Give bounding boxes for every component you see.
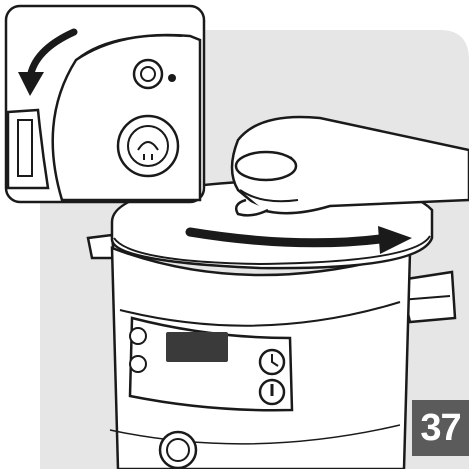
pot-handle-left <box>88 235 114 258</box>
inset-detail <box>6 6 204 202</box>
panel-button-left-bottom <box>130 356 146 372</box>
valve-knob <box>236 152 296 180</box>
step-number-badge: 37 <box>412 400 469 456</box>
display-screen <box>166 332 228 362</box>
panel-button-left-top <box>130 328 146 344</box>
